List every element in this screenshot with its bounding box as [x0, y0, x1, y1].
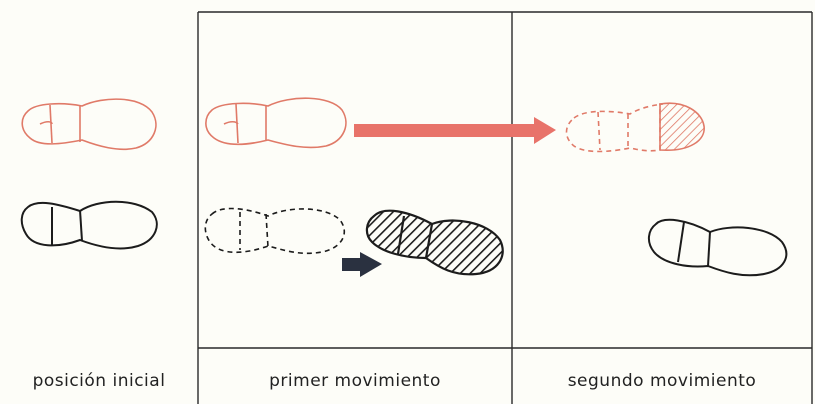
caption-initial-position: posición inicial [32, 371, 166, 391]
leader-footprint [205, 97, 347, 149]
shoe-sole-icon [365, 209, 504, 276]
panel-second-movement [565, 102, 788, 277]
shoe-sole-icon [565, 103, 664, 153]
shoe-sole-icon [204, 207, 346, 255]
arrow-right-icon [354, 124, 536, 137]
hatched-toe [659, 102, 705, 151]
follower-previous-footprint [204, 207, 346, 255]
caption-first-movement: primer movimiento [269, 371, 441, 391]
shoe-sole-icon [648, 218, 788, 277]
caption-second-movement: segundo movimiento [567, 371, 757, 391]
shoe-sole-icon [205, 97, 347, 149]
shoe-sole-icon [20, 200, 158, 250]
panel-initial-position [20, 98, 158, 250]
panel-frame [197, 11, 813, 404]
panel-first-movement [204, 97, 556, 277]
leader-move-arrow [354, 117, 556, 144]
follower-footprint [20, 200, 158, 250]
leader-footprint-toe-hatched [565, 102, 705, 153]
follower-footprint-hatched [365, 209, 504, 276]
arrow-right-icon [342, 258, 362, 271]
shoe-sole-icon [21, 98, 157, 151]
leader-footprint [21, 98, 157, 151]
follower-move-arrow [342, 252, 382, 277]
follower-footprint [648, 218, 788, 277]
